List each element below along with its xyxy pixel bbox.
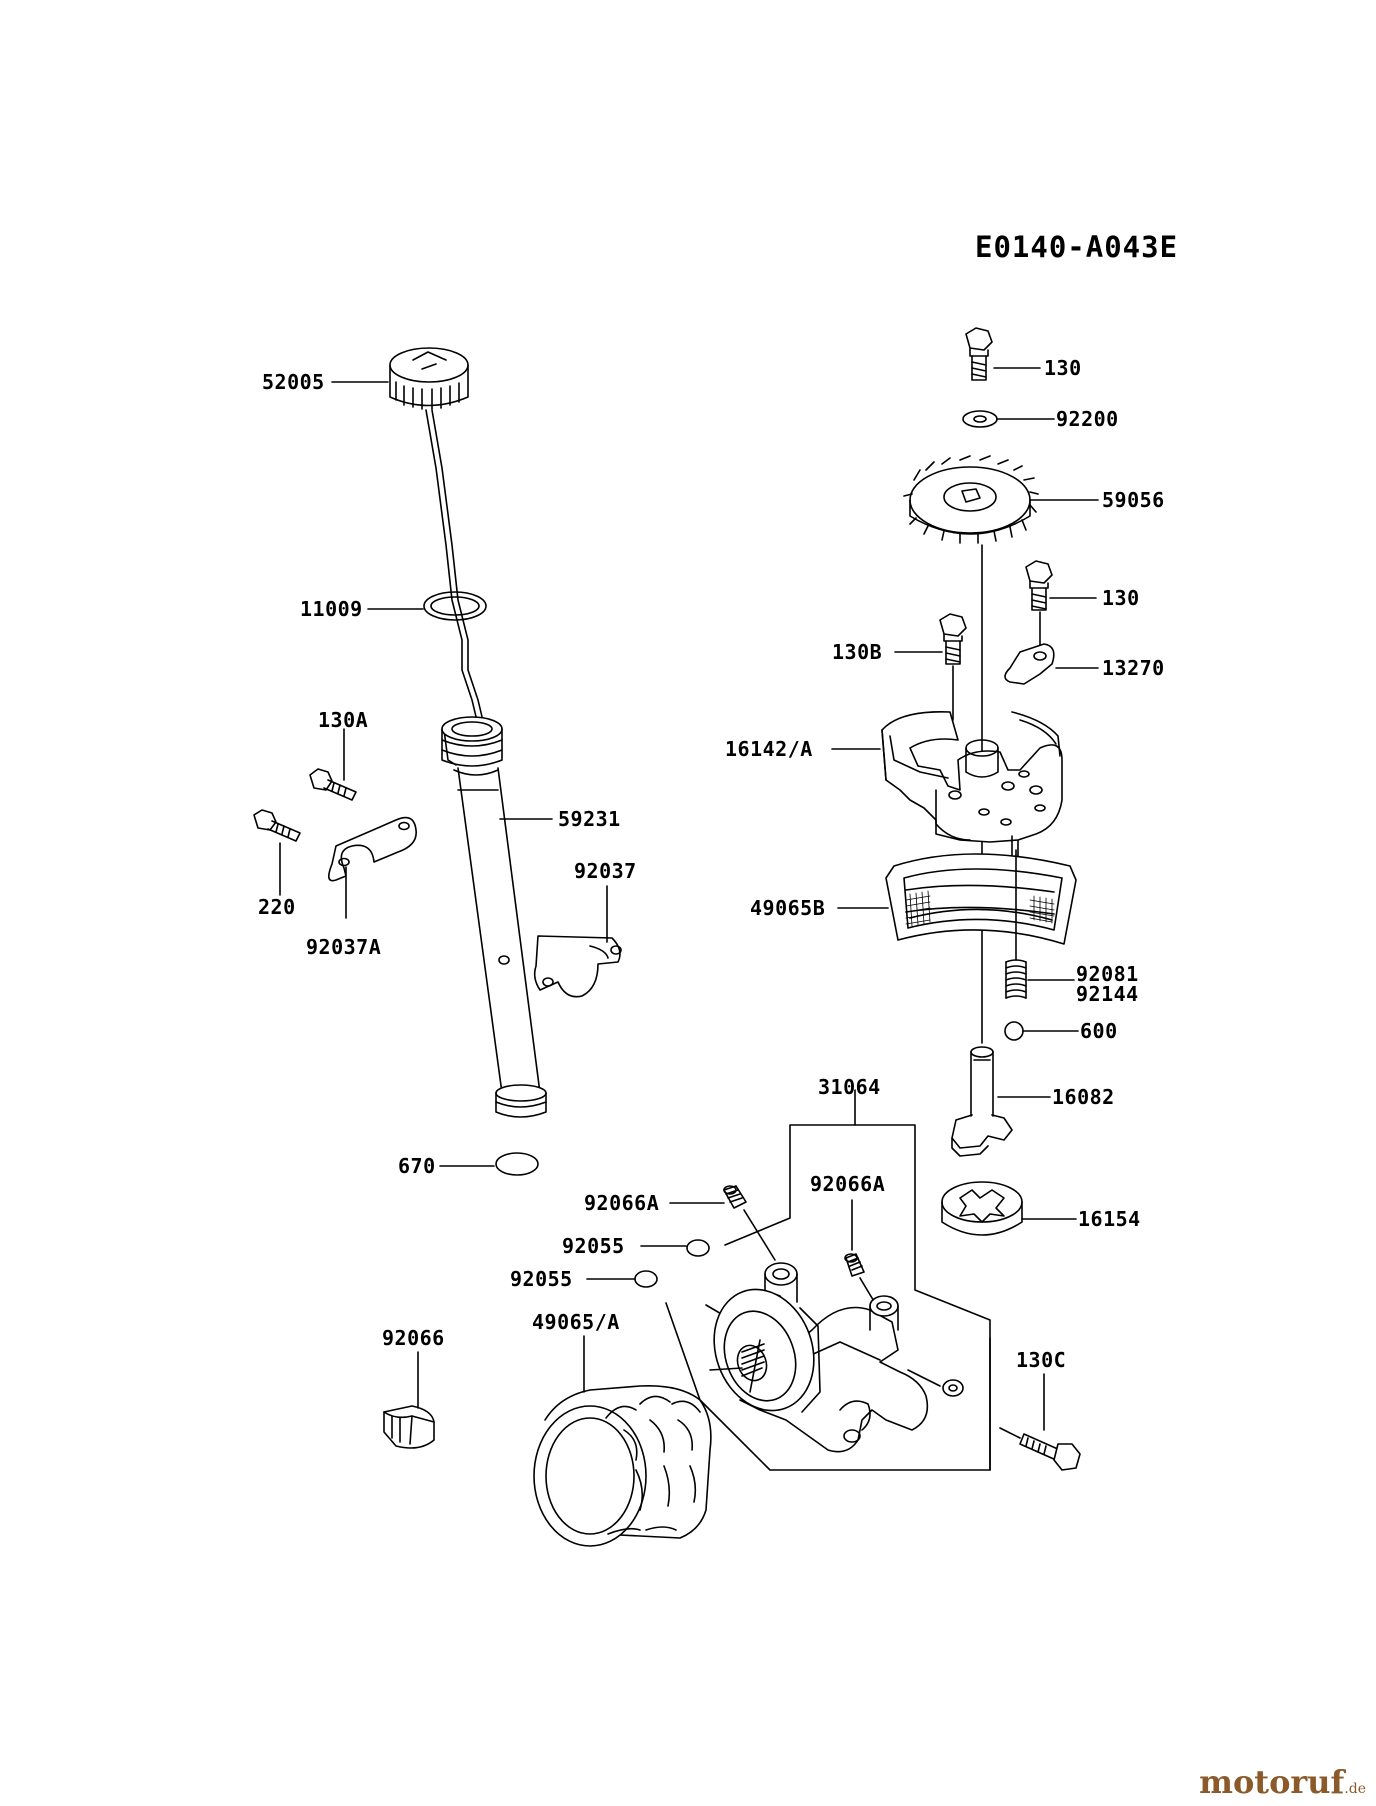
part-label-92037: 92037 xyxy=(574,859,637,883)
oil-filler-cap xyxy=(390,348,468,409)
part-label-600: 600 xyxy=(1080,1019,1118,1043)
ball-600 xyxy=(1005,1022,1023,1040)
drawing-code: E0140-A043E xyxy=(975,230,1179,264)
watermark-logo: motoruf.de xyxy=(1199,1765,1366,1806)
shaft-16082 xyxy=(952,1047,1012,1156)
watermark-brand: motoruf xyxy=(1199,1763,1345,1801)
dipstick-rod xyxy=(426,410,484,725)
watermark-suffix: .de xyxy=(1344,1781,1366,1797)
part-label-92066a-right: 92066A xyxy=(810,1172,886,1196)
part-label-92081: 92081 xyxy=(1076,962,1139,986)
part-label-92144: 92144 xyxy=(1076,982,1139,1006)
part-label-130-top: 130 xyxy=(1044,356,1082,380)
part-label-13270: 13270 xyxy=(1102,656,1165,680)
clamp-92037 xyxy=(535,936,621,997)
part-label-220: 220 xyxy=(258,895,296,919)
bolt-130-top xyxy=(966,328,992,380)
oring-92055-a xyxy=(687,1240,709,1256)
oil-screen-49065b xyxy=(886,854,1076,944)
part-label-92066: 92066 xyxy=(382,1326,445,1350)
part-label-130-mid: 130 xyxy=(1102,586,1140,610)
part-label-16082: 16082 xyxy=(1052,1085,1115,1109)
leader-lines xyxy=(280,368,1098,1430)
spring-92081 xyxy=(1006,850,1026,998)
part-label-130b: 130B xyxy=(832,640,883,664)
part-label-16154: 16154 xyxy=(1078,1207,1141,1231)
pump-housing-16142a xyxy=(882,712,1062,860)
part-label-49065b: 49065B xyxy=(750,896,826,920)
oil-filler-tube xyxy=(442,717,546,1117)
part-label-92055-a: 92055 xyxy=(562,1234,625,1258)
bolt-130b xyxy=(940,614,966,720)
part-label-92200: 92200 xyxy=(1056,407,1119,431)
assembly-bracket-31064 xyxy=(666,1090,990,1470)
part-label-52005: 52005 xyxy=(262,370,325,394)
plug-92066a-left xyxy=(724,1186,775,1260)
part-label-11009: 11009 xyxy=(300,597,363,621)
oring-670 xyxy=(496,1153,538,1175)
part-label-92066a-left: 92066A xyxy=(584,1191,660,1215)
part-label-59231: 59231 xyxy=(558,807,621,831)
part-label-59056: 59056 xyxy=(1102,488,1165,512)
part-label-670: 670 xyxy=(398,1154,436,1178)
part-label-31064: 31064 xyxy=(818,1075,881,1099)
part-label-130a: 130A xyxy=(318,708,369,732)
part-label-130c: 130C xyxy=(1016,1348,1067,1372)
part-label-16142a: 16142/A xyxy=(725,737,813,761)
filter-mount-flange xyxy=(698,1275,831,1424)
oring-92055-b xyxy=(635,1271,657,1287)
clamp-92037a xyxy=(329,818,416,881)
part-label-92055-b: 92055 xyxy=(510,1267,573,1291)
oil-filter-49065a xyxy=(534,1386,711,1546)
outer-rotor-16154 xyxy=(942,1182,1022,1235)
bolt-130-mid xyxy=(1026,561,1052,645)
bolt-130c xyxy=(1000,1428,1080,1470)
bolt-220 xyxy=(254,810,300,841)
drain-plug-92066 xyxy=(384,1406,434,1448)
oring-11009 xyxy=(424,592,486,620)
gear-59056 xyxy=(904,456,1038,543)
plate-13270 xyxy=(1005,644,1054,684)
part-label-92037a: 92037A xyxy=(306,935,382,959)
part-label-49065a: 49065/A xyxy=(532,1310,620,1334)
washer-92200 xyxy=(963,411,997,427)
bolt-130a xyxy=(310,769,356,800)
